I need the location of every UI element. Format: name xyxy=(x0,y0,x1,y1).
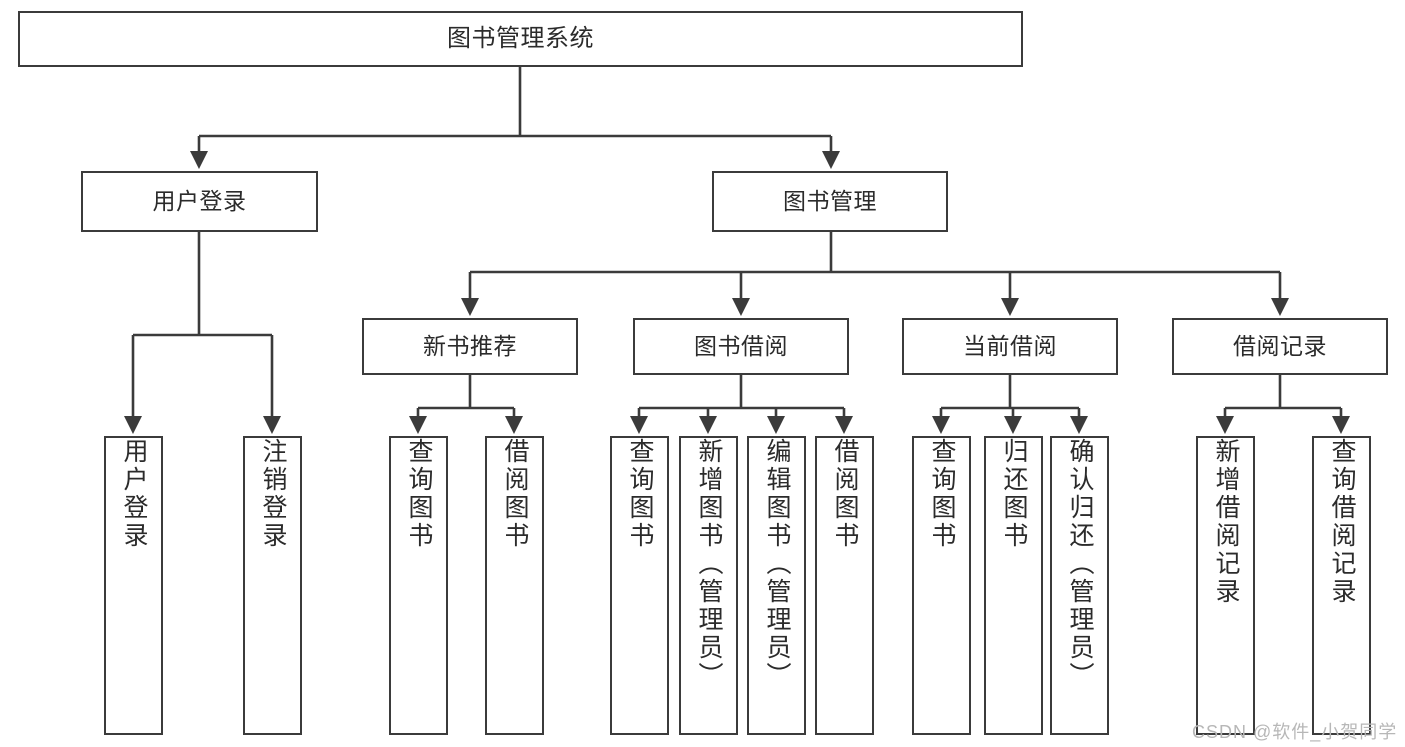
node-new-book-recommend-label: 新书推荐 xyxy=(423,332,517,359)
node-leaf-cl-query-book[interactable]: 查询图书 xyxy=(912,436,971,735)
node-leaf-nbr-borrow-book-label: 借阅图书 xyxy=(501,438,529,550)
node-new-book-recommend[interactable]: 新书推荐 xyxy=(362,318,578,375)
node-leaf-bb-borrow-book[interactable]: 借阅图书 xyxy=(815,436,874,735)
node-book-management-label: 图书管理 xyxy=(783,187,877,214)
node-current-loan[interactable]: 当前借阅 xyxy=(902,318,1118,375)
node-book-borrow-label: 图书借阅 xyxy=(694,332,788,359)
node-leaf-bb-query-book-label: 查询图书 xyxy=(626,438,654,550)
node-leaf-nbr-query-book-label: 查询图书 xyxy=(405,438,433,550)
node-book-borrow[interactable]: 图书借阅 xyxy=(633,318,849,375)
node-book-management[interactable]: 图书管理 xyxy=(712,171,948,232)
node-leaf-nbr-query-book[interactable]: 查询图书 xyxy=(389,436,448,735)
node-leaf-cl-confirm-return-label: 确认归还（管理员） xyxy=(1066,438,1094,690)
node-loan-record-label: 借阅记录 xyxy=(1233,332,1327,359)
node-leaf-cl-confirm-return[interactable]: 确认归还（管理员） xyxy=(1050,436,1109,735)
node-leaf-bb-add-book-label: 新增图书（管理员） xyxy=(695,438,723,690)
node-leaf-nbr-borrow-book[interactable]: 借阅图书 xyxy=(485,436,544,735)
node-root[interactable]: 图书管理系统 xyxy=(18,11,1023,67)
node-user-login[interactable]: 用户登录 xyxy=(81,171,318,232)
node-leaf-bb-query-book[interactable]: 查询图书 xyxy=(610,436,669,735)
node-leaf-lr-add-record[interactable]: 新增借阅记录 xyxy=(1196,436,1255,735)
node-leaf-user-logout[interactable]: 注销登录 xyxy=(243,436,302,735)
node-root-label: 图书管理系统 xyxy=(447,24,594,52)
node-leaf-bb-add-book[interactable]: 新增图书（管理员） xyxy=(679,436,738,735)
node-leaf-lr-add-record-label: 新增借阅记录 xyxy=(1212,438,1240,606)
node-leaf-user-login[interactable]: 用户登录 xyxy=(104,436,163,735)
node-leaf-cl-return-book-label: 归还图书 xyxy=(1000,438,1028,550)
node-leaf-cl-query-book-label: 查询图书 xyxy=(928,438,956,550)
node-user-login-label: 用户登录 xyxy=(152,187,247,214)
node-leaf-bb-edit-book[interactable]: 编辑图书（管理员） xyxy=(747,436,806,735)
node-leaf-user-logout-label: 注销登录 xyxy=(259,438,287,550)
node-leaf-bb-edit-book-label: 编辑图书（管理员） xyxy=(763,438,791,690)
node-leaf-lr-query-record-label: 查询借阅记录 xyxy=(1328,438,1356,606)
node-leaf-cl-return-book[interactable]: 归还图书 xyxy=(984,436,1043,735)
node-leaf-lr-query-record[interactable]: 查询借阅记录 xyxy=(1312,436,1371,735)
node-leaf-user-login-label: 用户登录 xyxy=(120,438,148,550)
node-loan-record[interactable]: 借阅记录 xyxy=(1172,318,1388,375)
node-current-loan-label: 当前借阅 xyxy=(963,332,1057,359)
node-leaf-bb-borrow-book-label: 借阅图书 xyxy=(831,438,859,550)
